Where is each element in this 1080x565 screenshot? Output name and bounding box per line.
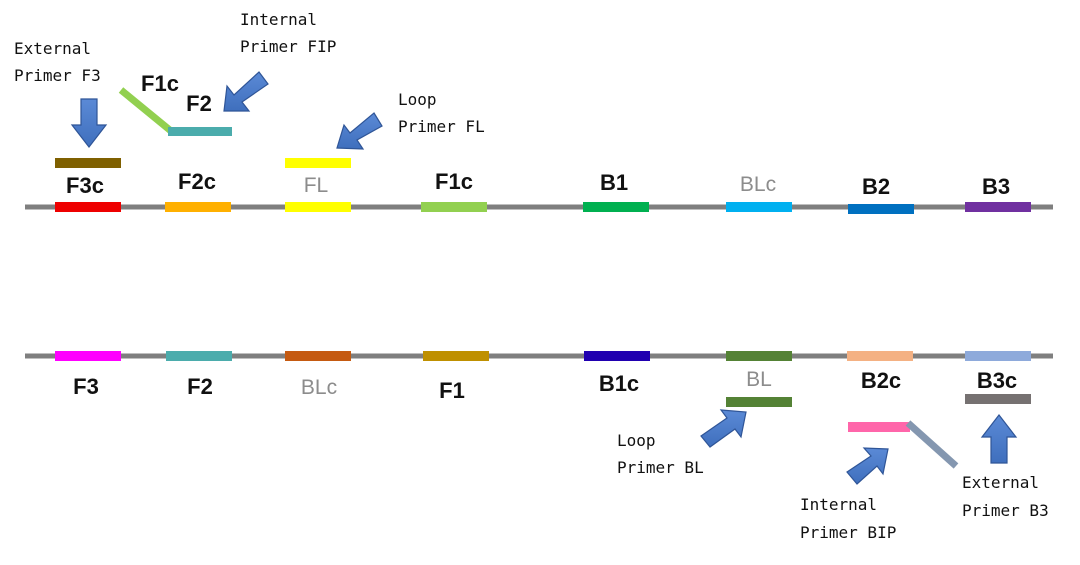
fip-label-f2: F2 [186, 91, 212, 116]
top-label-fl: FL [304, 174, 329, 197]
bottom-segment-blc [285, 351, 351, 361]
f3-annotation-line2: Primer F3 [14, 66, 101, 85]
arrow-up-icon [980, 414, 1018, 464]
bottom-segment-f2 [166, 351, 232, 361]
bl-annotation-line2: Primer BL [617, 458, 704, 477]
bottom-segment-f3 [55, 351, 121, 361]
arrow-down-left-icon [223, 71, 269, 112]
arrow-up-right-icon [700, 409, 747, 448]
primer-bip-group: Internal Primer BIP [800, 420, 959, 542]
primer-bip-slate-tail [905, 420, 959, 469]
top-segment-fl [285, 202, 351, 212]
fl-annotation-line1: Loop [398, 90, 437, 109]
f3-annotation-line1: External [14, 39, 91, 58]
bottom-label-bl: BL [746, 368, 772, 391]
bottom-strand: F3 F2 BLc F1 B1c BL B2c B3c [25, 351, 1053, 403]
top-label-f1c: F1c [435, 169, 473, 194]
bip-annotation-line1: Internal [800, 495, 877, 514]
top-segment-b2 [848, 204, 914, 214]
primer-bip-pink-bar [848, 422, 910, 432]
primer-bl-group: Loop Primer BL [617, 397, 792, 477]
top-label-b1: B1 [600, 170, 628, 195]
bottom-segment-bl [726, 351, 792, 361]
top-segment-blc [726, 202, 792, 212]
primer-f3-group: External Primer F3 [14, 39, 121, 168]
bottom-label-b2c: B2c [861, 368, 901, 393]
fip-annotation-line2: Primer FIP [240, 37, 336, 56]
primer-fl-group: Loop Primer FL [285, 90, 485, 168]
top-segment-f3c [55, 202, 121, 212]
bottom-label-f1: F1 [439, 378, 465, 403]
bottom-segment-f1 [423, 351, 489, 361]
arrow-down-icon [70, 98, 108, 148]
arrow-down-left-icon [336, 112, 383, 150]
arrow-up-right-icon [846, 447, 889, 485]
top-segment-b1 [583, 202, 649, 212]
bottom-segment-b1c [584, 351, 650, 361]
primer-fip-f1c-tail [118, 87, 174, 134]
bottom-segment-b2c [847, 351, 913, 361]
top-label-f2c: F2c [178, 169, 216, 194]
primer-fip-group: Internal Primer FIP F1c F2 [118, 10, 336, 136]
fip-annotation-line1: Internal [240, 10, 317, 29]
top-label-b2: B2 [862, 174, 890, 199]
bottom-label-f2: F2 [187, 374, 213, 399]
top-segment-b3 [965, 202, 1031, 212]
bottom-segment-b3c [965, 351, 1031, 361]
primer-b3-bar [965, 394, 1031, 404]
bottom-label-b1c: B1c [599, 371, 639, 396]
primer-f3-bar [55, 158, 121, 168]
primer-fl-bar [285, 158, 351, 168]
fip-label-f1c: F1c [141, 71, 179, 96]
primer-b3-group: External Primer B3 [962, 394, 1049, 520]
bottom-label-f3: F3 [73, 374, 99, 399]
bottom-label-b3c: B3c [977, 368, 1017, 393]
bottom-label-blc: BLc [301, 376, 337, 399]
top-label-blc: BLc [740, 173, 776, 196]
top-strand: F3c F2c FL F1c B1 BLc B2 B3 [25, 169, 1053, 214]
top-segment-f2c [165, 202, 231, 212]
bl-annotation-line1: Loop [617, 431, 656, 450]
bip-annotation-line2: Primer BIP [800, 523, 896, 542]
fl-annotation-line2: Primer FL [398, 117, 485, 136]
top-segment-f1c [421, 202, 487, 212]
top-label-f3c: F3c [66, 173, 104, 198]
primer-bl-bar [726, 397, 792, 407]
primer-fip-f2-bar [168, 127, 232, 136]
top-label-b3: B3 [982, 174, 1010, 199]
b3-annotation-line1: External [962, 473, 1039, 492]
b3-annotation-line2: Primer B3 [962, 501, 1049, 520]
